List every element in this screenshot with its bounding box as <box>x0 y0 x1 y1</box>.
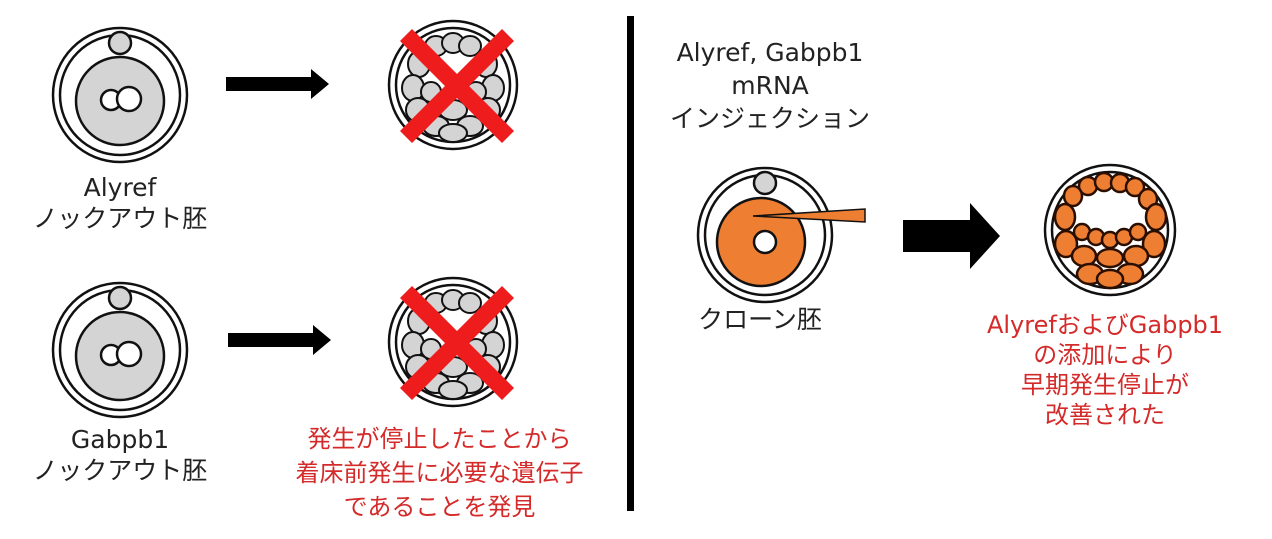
zygote-icon-gabpb1 <box>51 281 189 419</box>
large-right-arrow-icon <box>903 203 1000 269</box>
x-mark-icon-2 <box>399 285 515 401</box>
knockout-conclusion-text: 発生が停止したことから 着床前発生に必要な遺伝子 であることを発見 <box>295 425 584 521</box>
clone-embryo-label: クローン胚 <box>698 305 822 334</box>
right-arrow-icon <box>228 325 331 355</box>
gabpb1-embryo-label: Gabpb1 ノックアウト胚 <box>32 425 208 485</box>
alyref-embryo-label: Alyref ノックアウト胚 <box>32 173 208 233</box>
clone-embryo-icon <box>696 166 866 304</box>
pipette-icon <box>752 208 866 223</box>
x-mark-icon-1 <box>399 28 515 144</box>
blastocyst-icon <box>1043 163 1177 297</box>
panel-divider <box>627 16 634 511</box>
zygote-icon-alyref <box>51 26 189 164</box>
injection-label: Alyref, Gabpb1 mRNA インジェクション <box>669 38 870 133</box>
right-arrow-icon <box>226 69 329 99</box>
rescue-result-text: AlyrefおよびGabpb1 の添加により 早期発生停止が 改善された <box>986 311 1224 429</box>
